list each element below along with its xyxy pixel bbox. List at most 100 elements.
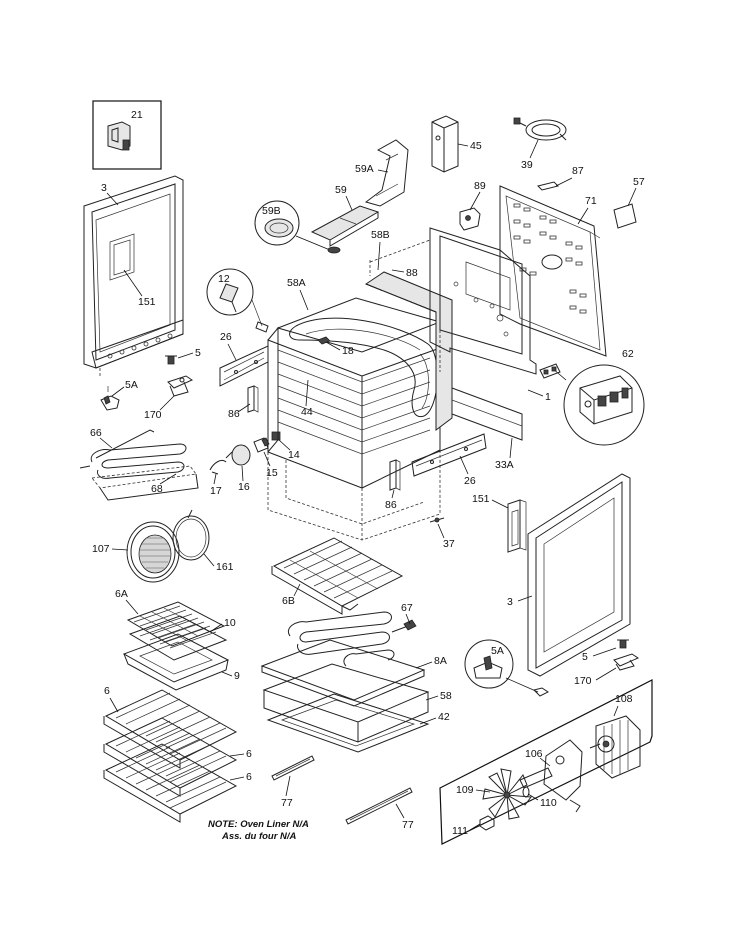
- label-3-right: 3: [507, 596, 513, 608]
- part-37-wire-clip: [429, 517, 445, 523]
- label-108: 108: [615, 693, 633, 705]
- label-86-left: 86: [228, 408, 240, 420]
- label-14: 14: [288, 449, 300, 461]
- label-57: 57: [633, 176, 645, 188]
- label-109: 109: [456, 784, 474, 796]
- label-6A: 6A: [115, 588, 128, 600]
- part-1-rear-frame: [429, 227, 537, 441]
- part-5A-leveling-leg-detail-right: [464, 639, 549, 697]
- part-6A-broil-pan-insert: [126, 601, 226, 647]
- label-45: 45: [470, 140, 482, 152]
- label-42: 42: [438, 711, 450, 723]
- part-58-bottom-insulation: [262, 663, 430, 743]
- label-110: 110: [540, 797, 557, 809]
- label-67: 67: [401, 602, 413, 614]
- label-26-right: 26: [464, 475, 476, 487]
- label-3-left: 3: [101, 182, 107, 194]
- part-5-screw-right: [617, 639, 629, 649]
- part-26-rack-slide-right: [411, 433, 487, 477]
- label-59: 59: [335, 184, 347, 196]
- label-87: 87: [572, 165, 584, 177]
- label-37: 37: [443, 538, 455, 550]
- part-12-thermostat-sensor-detail: [206, 268, 269, 333]
- part-6B-oven-rack: [271, 537, 404, 615]
- part-108-convection-motor: [589, 715, 641, 779]
- part-111-nut: [479, 815, 495, 831]
- part-67-broil-element: [288, 611, 417, 667]
- label-107: 107: [92, 543, 110, 555]
- label-8A: 8A: [434, 655, 447, 667]
- part-18-sensor-clip: [317, 336, 331, 345]
- part-5A-leveling-leg-left: [100, 386, 120, 411]
- label-68: 68: [151, 483, 163, 495]
- part-161-fan-cover-gasket: [172, 509, 210, 561]
- part-62-terminal-block-detail: [539, 363, 645, 446]
- part-58A-oven-cavity: [267, 297, 442, 541]
- part-86-bracket-right: [389, 459, 401, 491]
- part-57-cover-plate: [613, 203, 637, 229]
- part-17-wire: [209, 459, 227, 475]
- label-58B: 58B: [371, 229, 390, 241]
- label-6-bottom: 6: [246, 771, 252, 783]
- label-58: 58: [440, 690, 452, 702]
- part-45-vent-tube: [431, 115, 459, 173]
- label-16: 16: [238, 481, 250, 493]
- label-77-left: 77: [281, 797, 293, 809]
- part-14-lamp-receptacle: [271, 431, 281, 441]
- label-12: 12: [218, 273, 230, 285]
- label-9: 9: [234, 670, 240, 682]
- label-6B: 6B: [282, 595, 295, 607]
- label-21: 21: [131, 109, 143, 121]
- part-66-bake-element: [79, 429, 187, 479]
- part-59-vent-duct: [310, 205, 380, 247]
- label-5A-left: 5A: [125, 379, 138, 391]
- label-66: 66: [90, 427, 102, 439]
- label-5-right: 5: [582, 651, 588, 663]
- label-151-right: 151: [472, 493, 490, 505]
- label-5-left: 5: [195, 347, 201, 359]
- label-18: 18: [342, 345, 354, 357]
- part-3-right-side-panel: [527, 473, 631, 677]
- part-59B-vent-detail: [254, 200, 341, 254]
- label-161: 161: [216, 561, 234, 573]
- part-87-clip: [537, 181, 559, 191]
- label-77-right: 77: [402, 819, 414, 831]
- label-106: 106: [525, 748, 543, 760]
- part-170-leg-bracket-left: [167, 375, 194, 397]
- label-151-left: 151: [138, 296, 156, 308]
- part-10-broil-rack: [128, 615, 228, 661]
- label-111: 111: [452, 825, 468, 837]
- label-17: 17: [210, 485, 222, 497]
- part-68-element-bracket: [91, 465, 199, 501]
- label-71: 71: [585, 195, 597, 207]
- part-106-motor-bracket: [519, 739, 583, 813]
- label-88: 88: [406, 267, 418, 279]
- part-16-lamp-lens: [225, 444, 251, 466]
- part-9-broil-pan: [122, 633, 230, 691]
- part-170-leg-bracket-right: [613, 653, 640, 671]
- label-1: 1: [545, 391, 551, 403]
- label-6-top: 6: [104, 685, 110, 697]
- label-15: 15: [266, 467, 278, 479]
- label-59A: 59A: [355, 163, 374, 175]
- part-5-screw-left: [165, 355, 177, 365]
- part-107-convection-fan-cover: [126, 521, 180, 583]
- part-21-clip: [92, 100, 162, 170]
- label-5A-right: 5A: [491, 645, 504, 657]
- part-39-wire-harness: [513, 117, 567, 141]
- label-170-right: 170: [574, 675, 592, 687]
- label-10: 10: [224, 617, 236, 629]
- part-58B-rear-insulation: [364, 239, 453, 431]
- part-42-insulation-retainer: [266, 693, 430, 753]
- label-86-right: 86: [385, 499, 397, 511]
- label-44: 44: [301, 406, 313, 418]
- label-6-middle: 6: [246, 748, 252, 760]
- label-62: 62: [622, 348, 634, 360]
- label-39: 39: [521, 159, 533, 171]
- label-89: 89: [474, 180, 486, 192]
- label-170-left: 170: [144, 409, 162, 421]
- note-oven-liner-french: Ass. du four N/A: [221, 831, 297, 842]
- part-71-rear-panel: [499, 185, 607, 357]
- part-110-washer: [522, 786, 530, 798]
